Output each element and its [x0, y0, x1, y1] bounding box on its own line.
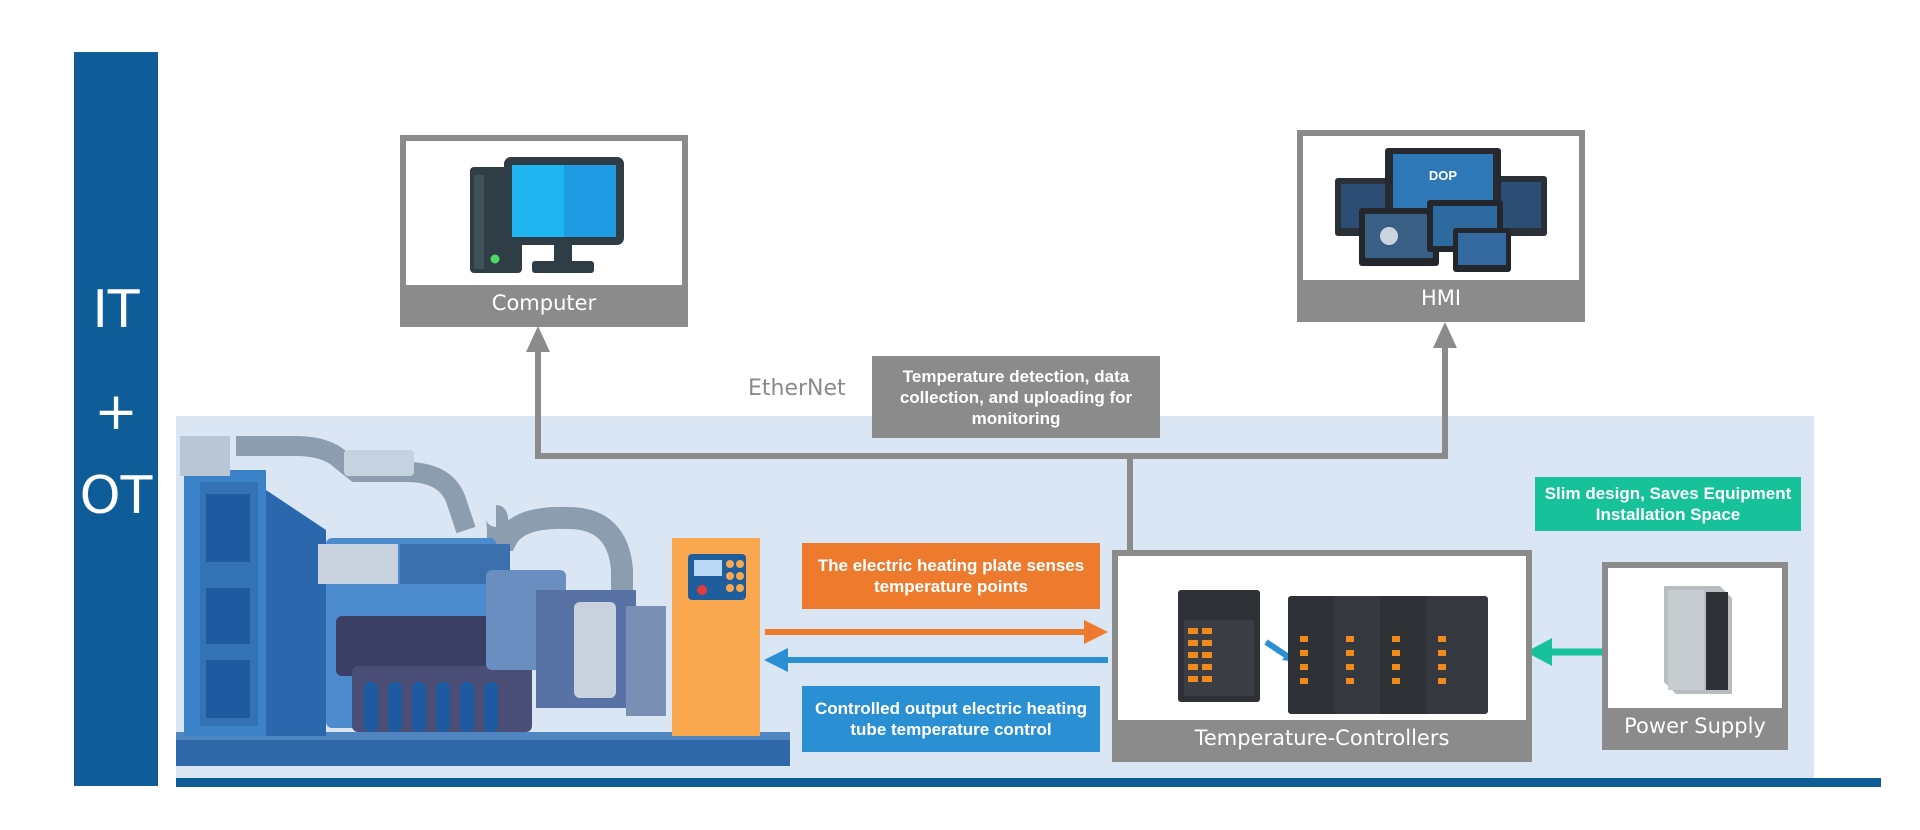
power-supply-image	[1664, 586, 1732, 694]
ot-label: OT	[79, 466, 153, 526]
it-ot-sidebar: IT + OT	[74, 52, 158, 786]
plus-label: +	[94, 382, 138, 442]
power-arrowhead	[1526, 638, 1552, 666]
sense-arrowhead	[1084, 620, 1108, 644]
control-arrowhead	[764, 648, 788, 672]
monitoring-callout: Temperature detection, data collection, …	[872, 356, 1160, 438]
computer-box: Computer	[400, 135, 688, 327]
hmi-arrowhead	[1433, 322, 1457, 348]
computer-label: Computer	[406, 285, 682, 321]
hmi-panels-image: DOP	[1335, 148, 1547, 272]
power-supply-label: Power Supply	[1608, 708, 1782, 744]
sense-callout: The electric heating plate senses temper…	[802, 543, 1100, 609]
temperature-controllers-image	[1178, 590, 1488, 714]
bottom-divider	[176, 778, 1881, 787]
hmi-box: DOP HMI	[1297, 130, 1585, 322]
ethernet-label: EtherNet	[748, 376, 846, 401]
hmi-screen-text: DOP	[1429, 168, 1458, 183]
temperature-controllers-box: Temperature-Controllers	[1112, 550, 1532, 762]
power-supply-box: Power Supply	[1602, 562, 1788, 750]
hmi-label: HMI	[1303, 280, 1579, 316]
computer-arrowhead	[526, 326, 550, 352]
slim-design-callout: Slim design, Saves Equipment Installatio…	[1535, 477, 1801, 531]
ethernet-bus-line	[535, 348, 1448, 459]
temperature-controllers-label: Temperature-Controllers	[1118, 720, 1526, 756]
computer-icon	[470, 157, 624, 273]
it-label: IT	[92, 280, 140, 340]
control-callout: Controlled output electric heating tube …	[802, 686, 1100, 752]
generator-illustration	[176, 436, 790, 766]
